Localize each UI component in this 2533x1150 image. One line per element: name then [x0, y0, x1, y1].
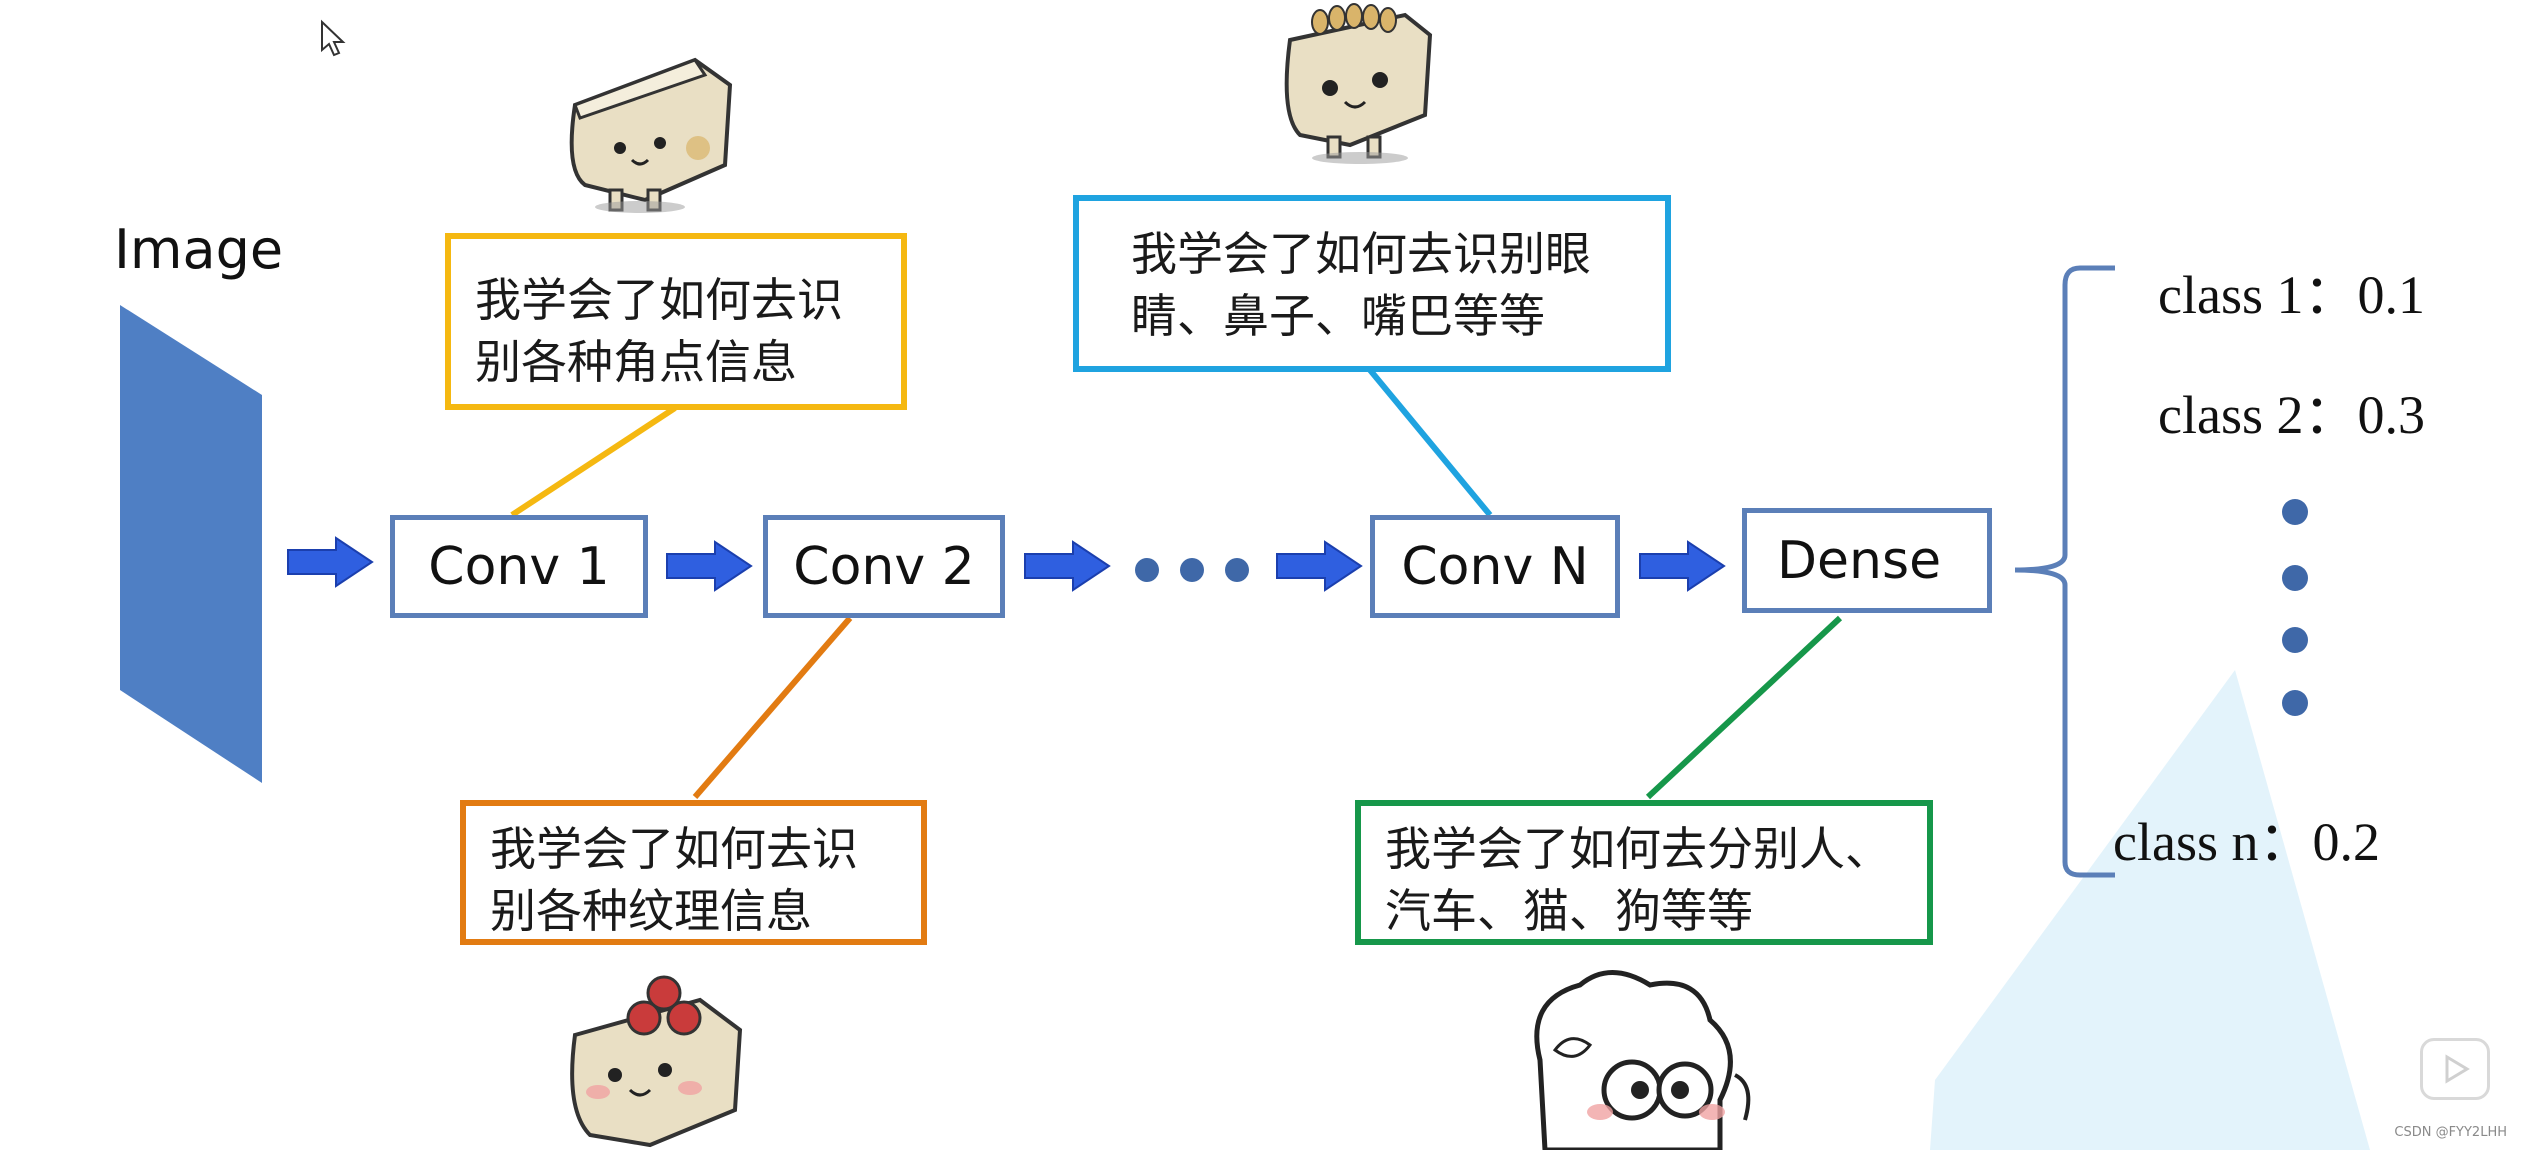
class-2-output: class 2：0.3 — [2158, 385, 2425, 445]
note-conv1: 我学会了如何去识 别各种角点信息 — [445, 233, 907, 410]
note-dense-line-1: 我学会了如何去分别人、 — [1385, 822, 1891, 876]
background-triangle — [1930, 670, 2370, 1150]
video-play-button[interactable] — [2420, 1038, 2490, 1100]
note-conv1-line-2: 别各种角点信息 — [475, 335, 797, 389]
note-conv1-line-1: 我学会了如何去识 — [475, 273, 843, 327]
input-image-shape — [120, 305, 262, 783]
note-conv2-line-2: 别各种纹理信息 — [490, 884, 812, 938]
note-conv2-line-1: 我学会了如何去识 — [490, 822, 858, 876]
class-brace — [2014, 265, 2115, 878]
tofu-character-3-illustration — [570, 975, 743, 1148]
input-image-label: Image — [114, 218, 284, 281]
ellipsis-dots — [1135, 558, 1249, 582]
class-n-output: class n：0.2 — [2113, 812, 2380, 872]
connector-dense-note — [1645, 615, 1843, 800]
connector-conv1-note — [510, 405, 677, 518]
watermark-text: CSDN @FYY2LHH — [2394, 1125, 2507, 1140]
layer-conv2: Conv 2 — [763, 515, 1005, 618]
sheep-character-illustration — [1534, 970, 1751, 1150]
arrow-dots-to-convN — [1276, 540, 1363, 592]
arrow-conv1-to-conv2 — [666, 540, 753, 592]
note-convN-line-1: 我学会了如何去识别眼 — [1131, 227, 1591, 281]
layer-convN: Conv N — [1370, 515, 1620, 618]
cursor-icon — [321, 19, 346, 57]
class-1-output: class 1：0.1 — [2158, 265, 2425, 325]
arrow-conv2-to-dots — [1024, 540, 1111, 592]
connector-convN-note — [1367, 368, 1493, 517]
arrow-image-to-conv1 — [287, 536, 374, 588]
layer-conv1: Conv 1 — [390, 515, 648, 618]
note-convN-line-2: 睛、鼻子、嘴巴等等 — [1131, 289, 1545, 343]
class-ellipsis-dots — [2282, 499, 2308, 716]
arrow-convN-to-dense — [1639, 540, 1726, 592]
layer-dense: Dense — [1742, 508, 1992, 613]
tofu-character-2-illustration — [1284, 3, 1433, 164]
note-dense: 我学会了如何去分别人、 汽车、猫、狗等等 — [1355, 800, 1933, 945]
connector-conv2-note — [692, 616, 853, 799]
note-convN: 我学会了如何去识别眼 睛、鼻子、嘴巴等等 — [1073, 195, 1671, 372]
note-dense-line-2: 汽车、猫、狗等等 — [1385, 884, 1753, 938]
play-icon — [2445, 1054, 2470, 1084]
note-conv2: 我学会了如何去识 别各种纹理信息 — [460, 800, 927, 945]
tofu-character-1-illustration — [569, 57, 733, 213]
